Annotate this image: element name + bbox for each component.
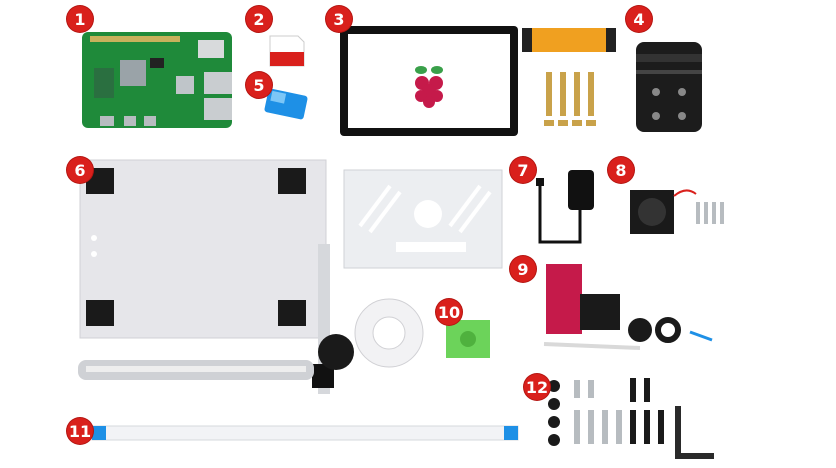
raspberry-pi-board [82, 32, 232, 128]
touch-display [340, 26, 518, 136]
acrylic-base-plate [78, 159, 354, 394]
badge-10: 10 [436, 299, 462, 325]
power-adapter [536, 170, 594, 244]
ring-flange [354, 298, 424, 368]
badge-11: 11 [67, 418, 93, 444]
camera-lens [636, 42, 702, 132]
badge-8: 8 [608, 157, 634, 183]
cooling-fan [630, 189, 724, 234]
ffc-cable-and-standoffs [522, 28, 616, 126]
usb-card-reader [264, 88, 308, 120]
badge-4: 4 [626, 6, 652, 32]
acrylic-top-plate [343, 169, 503, 269]
microsd-card [269, 35, 305, 67]
badge-5: 5 [246, 72, 272, 98]
badge-6: 6 [67, 157, 93, 183]
badge-12: 12 [524, 374, 550, 400]
camera-module [543, 264, 713, 350]
raspberry-pi-logo-icon [415, 66, 443, 108]
green-mount-plate [446, 320, 490, 358]
screws-and-hex-key [548, 378, 714, 459]
ribbon-cable [91, 425, 519, 441]
badge-1: 1 [67, 6, 93, 32]
badge-9: 9 [510, 256, 536, 282]
badge-7: 7 [510, 157, 536, 183]
badge-3: 3 [326, 6, 352, 32]
badge-2: 2 [246, 6, 272, 32]
